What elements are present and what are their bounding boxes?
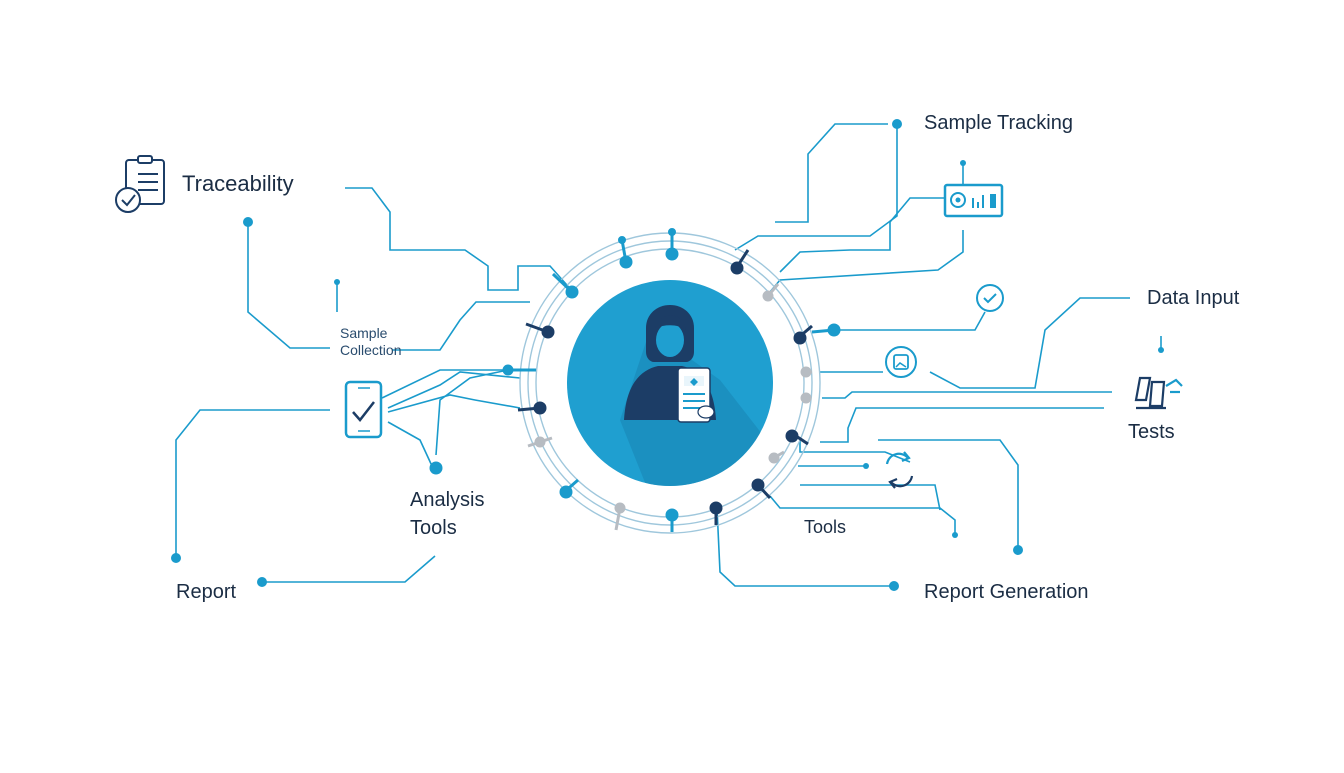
- label-sample-collection-line2: Collection: [340, 342, 402, 358]
- refresh-cycle-icon: [885, 451, 914, 489]
- device-panel-icon: [943, 183, 1004, 218]
- connector-line: [387, 371, 521, 409]
- connector-line: [800, 484, 941, 511]
- label-sample-tracking: Sample Tracking: [924, 112, 1073, 134]
- label-tools: Tools: [804, 517, 847, 537]
- terminal-dot: [863, 463, 869, 469]
- terminal-dot: [1158, 347, 1164, 353]
- ring-nodes: [171, 119, 1164, 591]
- connector-line: [716, 507, 894, 587]
- connector-line: [392, 301, 530, 351]
- connector-line: [262, 555, 436, 583]
- label-analysis-tools-line1: Analysis: [410, 489, 485, 511]
- ring-node: [793, 331, 807, 345]
- terminal-dot: [243, 217, 253, 227]
- ring-node: [768, 452, 780, 464]
- ring-node: [730, 261, 744, 275]
- ring-node: [619, 255, 633, 269]
- label-sample-collection-line1: Sample: [340, 325, 388, 341]
- ring-node: [559, 485, 573, 499]
- label-analysis-tools: Analysis Tools: [410, 486, 484, 542]
- check-circle-icon: [976, 284, 1004, 312]
- connector-line: [929, 297, 1130, 389]
- connector-line: [799, 440, 911, 463]
- ring-node: [565, 285, 579, 299]
- connector-line: [822, 391, 1112, 399]
- connector-line: [175, 409, 330, 558]
- label-sample-collection: Sample Collection: [340, 325, 401, 359]
- ring-node: [709, 501, 723, 515]
- ring-node: [751, 478, 765, 492]
- label-report: Report: [176, 581, 237, 603]
- terminal-dot: [892, 119, 902, 129]
- connector-line: [247, 222, 330, 349]
- terminal-dot: [833, 327, 839, 333]
- label-tests: Tests: [1128, 421, 1175, 443]
- connector-line: [435, 369, 509, 456]
- ring-node: [665, 508, 679, 522]
- connector-line: [381, 369, 520, 399]
- label-analysis-tools-line2: Tools: [410, 517, 457, 539]
- test-tubes-icon: [1134, 376, 1183, 410]
- label-traceability: Traceability: [182, 171, 294, 196]
- label-data-input: Data Input: [1147, 287, 1240, 309]
- terminal-dot: [171, 553, 181, 563]
- connector-line: [878, 439, 1019, 550]
- connector-line: [769, 495, 956, 535]
- ring-node: [429, 461, 443, 475]
- connector-line: [387, 394, 521, 413]
- ring-node: [800, 392, 812, 404]
- terminal-dot: [952, 532, 958, 538]
- terminal-dot: [889, 581, 899, 591]
- ring-node: [533, 401, 547, 415]
- ring-node: [502, 364, 514, 376]
- image-frame-icon: [885, 346, 917, 378]
- connector-line: [820, 407, 1104, 443]
- terminal-dot: [334, 279, 340, 285]
- connector-line: [779, 197, 948, 273]
- label-report-generation: Report Generation: [924, 581, 1089, 603]
- ring-node: [665, 247, 679, 261]
- connector-line: [345, 187, 575, 294]
- ring-node: [800, 366, 812, 378]
- terminal-dot: [257, 577, 267, 587]
- phone-check-icon: [344, 380, 383, 439]
- ring-node: [614, 502, 626, 514]
- terminal-dot: [960, 160, 966, 166]
- terminal-dot: [1013, 545, 1023, 555]
- center-hub: [567, 280, 773, 486]
- connector-lines: [175, 123, 1162, 587]
- ring-node: [762, 290, 774, 302]
- person-with-tablet-icon: [624, 305, 716, 423]
- connector-line: [734, 124, 898, 251]
- connector-line: [769, 230, 964, 293]
- clipboard-check-icon: [115, 155, 165, 213]
- connector-line: [836, 311, 986, 331]
- ring-node: [534, 436, 546, 448]
- ring-node: [541, 325, 555, 339]
- connector-line: [387, 421, 433, 467]
- connector-line: [775, 123, 888, 223]
- ring-node: [785, 429, 799, 443]
